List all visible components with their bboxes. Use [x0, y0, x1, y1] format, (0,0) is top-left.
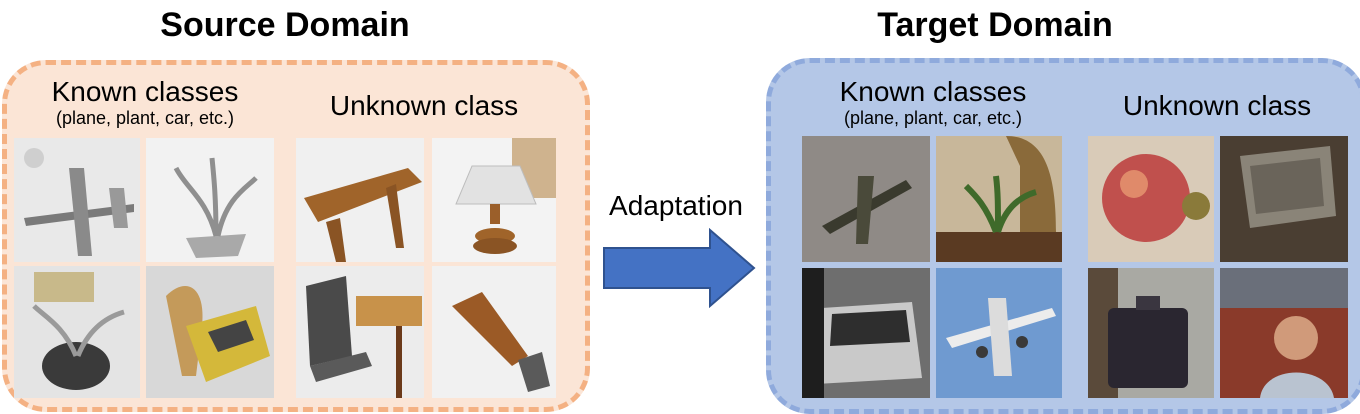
- target-car-image: [802, 268, 930, 398]
- source-desk-image: [296, 138, 424, 262]
- source-plant-image: [146, 138, 274, 262]
- target-plane-image: [802, 136, 930, 262]
- target-domain-title: Target Domain: [877, 6, 1113, 44]
- source-car-image: [146, 266, 274, 398]
- target-laptop-image: [1220, 136, 1348, 262]
- target-unknown-class-heading: Unknown class: [1086, 90, 1348, 122]
- source-plane-image: [14, 138, 140, 262]
- target-plant-image: [936, 136, 1062, 262]
- source-known-examples: (plane, plant, car, etc.): [55, 108, 235, 128]
- source-domain-title: Source Domain: [160, 6, 410, 44]
- target-apple-image: [1088, 136, 1214, 262]
- target-airliner-image: [936, 268, 1062, 398]
- source-unknown-class-heading: Unknown class: [296, 90, 552, 122]
- adaptation-label: Adaptation: [609, 190, 743, 221]
- source-unknown-label: Unknown class: [329, 90, 519, 121]
- source-brush-image: [432, 266, 556, 398]
- target-known-classes-heading: Known classes (plane, plant, car, etc.): [800, 76, 1066, 128]
- source-chair-image: [296, 266, 424, 398]
- target-known-label: Known classes: [839, 76, 1027, 107]
- target-unknown-label: Unknown class: [1122, 90, 1312, 121]
- target-suitcase-image: [1088, 268, 1214, 398]
- adaptation-arrow: [603, 228, 756, 308]
- source-lamp-image: [432, 138, 556, 262]
- source-known-label: Known classes: [51, 76, 239, 107]
- target-person-image: [1220, 268, 1348, 398]
- source-plant-pot-image: [14, 266, 140, 398]
- target-known-examples: (plane, plant, car, etc.): [843, 108, 1023, 128]
- source-known-classes-heading: Known classes (plane, plant, car, etc.): [14, 76, 276, 128]
